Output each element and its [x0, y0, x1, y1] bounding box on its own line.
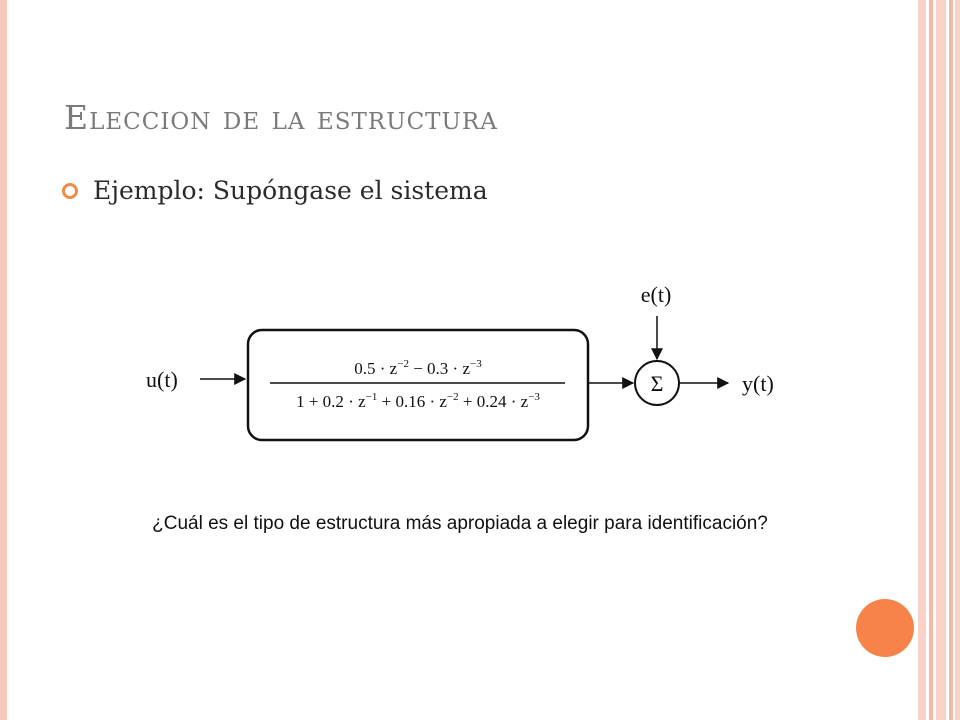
noise-signal-label: e(t)	[641, 282, 672, 307]
bullet-ring-icon	[62, 182, 78, 199]
question-text: ¿Cuál es el tipo de estructura más aprop…	[152, 513, 768, 534]
tf-den-coef-1: 1	[296, 392, 305, 411]
tf-den-power-3: −2	[447, 391, 459, 403]
block-diagram: u(t) 0.5 · z−2 − 0.3 · z−3 1 + 0.2 · z−1…	[146, 282, 774, 442]
tf-mult: · z	[506, 392, 528, 411]
tf-denominator: 1 + 0.2 · z−1 + 0.16 · z−2 + 0.24 · z−3	[296, 391, 540, 411]
tf-mult: · z	[448, 359, 470, 378]
tf-den-sign-3: +	[382, 392, 392, 411]
tf-num-sign-2: −	[413, 359, 423, 378]
slide-frame-right-stripe	[936, 0, 946, 720]
slide-frame-right-stripe	[955, 0, 960, 720]
tf-num-coef-2: 0.3	[427, 359, 448, 378]
slide-frame-left	[0, 0, 7, 720]
tf-num-coef-1: 0.5	[354, 359, 375, 378]
bullet-item: Ejemplo: Supóngase el sistema	[62, 176, 488, 205]
tf-den-power-2: −1	[366, 391, 378, 403]
tf-num-power-1: −2	[397, 358, 409, 370]
tf-den-coef-2: 0.2	[323, 392, 344, 411]
tf-num-power-2: −3	[470, 358, 482, 370]
tf-den-power-4: −3	[528, 391, 540, 403]
tf-den-sign-4: +	[463, 392, 473, 411]
tf-mult: · z	[425, 392, 447, 411]
slide-frame-right-stripe	[949, 0, 953, 720]
tf-den-sign-2: +	[309, 392, 319, 411]
sum-symbol: Σ	[651, 371, 664, 396]
slide-frame-right-stripe	[929, 0, 933, 720]
transfer-function-block	[246, 328, 590, 442]
input-signal-label: u(t)	[146, 367, 178, 392]
tf-mult: · z	[344, 392, 366, 411]
output-signal-label: y(t)	[742, 371, 774, 396]
tf-numerator: 0.5 · z−2 − 0.3 · z−3	[354, 358, 482, 378]
bullet-text: Ejemplo: Supóngase el sistema	[93, 176, 488, 205]
slide-frame-right-stripe	[918, 0, 926, 720]
decorative-orange-circle	[856, 599, 914, 657]
tf-mult: · z	[376, 359, 398, 378]
tf-den-coef-3: 0.16	[395, 392, 425, 411]
slide-title: Eleccion de la estructura	[64, 98, 498, 137]
tf-den-coef-4: 0.24	[477, 392, 507, 411]
